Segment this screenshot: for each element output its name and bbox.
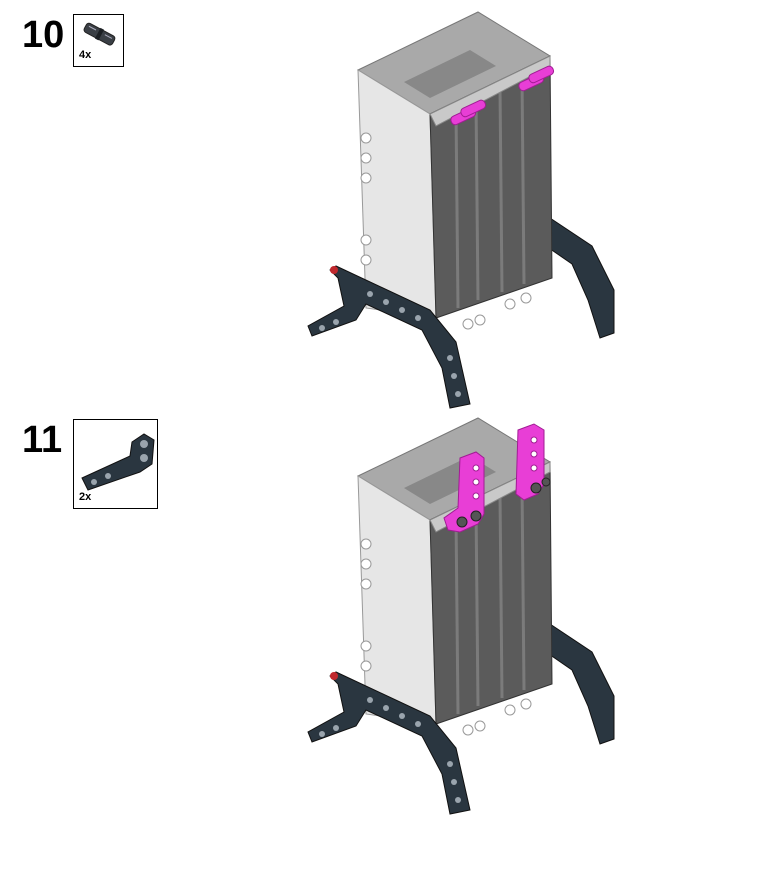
parts-callout: 4x	[73, 14, 124, 67]
step-10-model-illustration	[307, 11, 615, 409]
step-11-model-illustration	[307, 417, 615, 815]
part-quantity: 2x	[79, 491, 92, 503]
step-number: 11	[22, 419, 63, 461]
connector-pin-icon	[83, 22, 116, 46]
step-number: 10	[22, 14, 65, 56]
part-quantity: 4x	[79, 49, 92, 61]
l-beam-icon	[81, 433, 155, 491]
parts-callout: 2x	[73, 419, 158, 509]
